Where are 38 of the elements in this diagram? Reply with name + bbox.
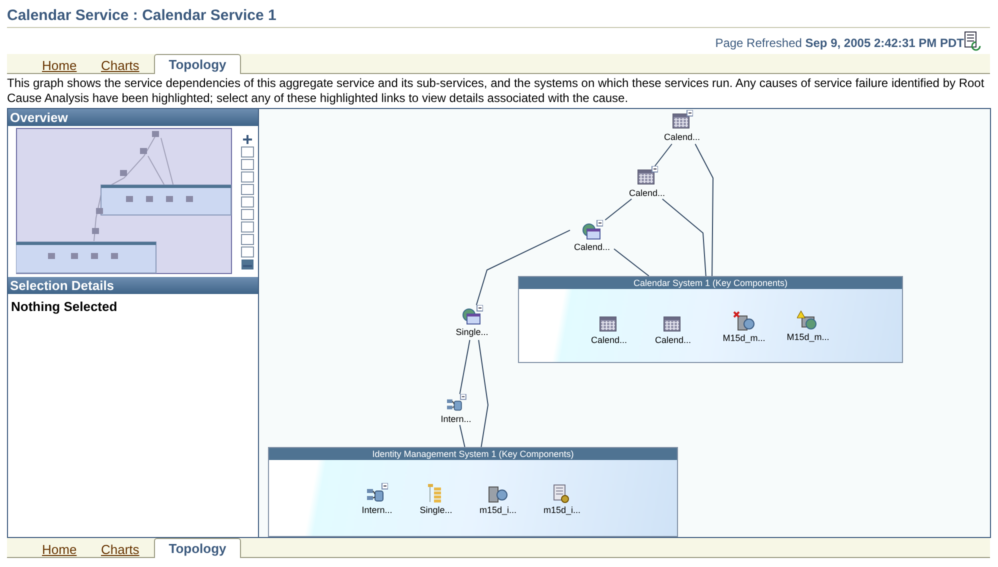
- page-refreshed-text: Page Refreshed Sep 9, 2005 2:42:31 PM PDT: [715, 35, 964, 52]
- connector-line: [459, 340, 470, 394]
- node-label: m15d_i...: [543, 505, 581, 516]
- tab-link: Charts: [101, 57, 140, 75]
- panel-header: Selection Details: [8, 277, 258, 294]
- node-label: Intern...: [362, 505, 392, 516]
- system-group-box: [268, 447, 678, 537]
- connector-line: [694, 144, 714, 276]
- system-group-box: [518, 276, 903, 363]
- node-label: M15d_m...: [786, 332, 830, 343]
- selection-status: Nothing Selected: [11, 298, 118, 316]
- connector-line: [604, 198, 632, 220]
- node-label: M15d_m...: [722, 333, 766, 344]
- node-label: Calend...: [654, 335, 692, 346]
- connector-line: [478, 340, 488, 448]
- group-header: Calendar System 1 (Key Components): [519, 277, 902, 289]
- tab-link: Charts: [101, 541, 140, 559]
- node-label: Calend...: [590, 335, 628, 346]
- node-label: m15d_i...: [479, 505, 517, 516]
- node-label: Intern...: [440, 414, 472, 425]
- panel-header: Overview: [8, 109, 258, 126]
- tab-link: Home: [42, 541, 77, 559]
- connector-line: [476, 230, 570, 306]
- node-label: Single...: [456, 327, 488, 338]
- node-label: Single...: [420, 505, 452, 516]
- active-tab: Topology: [154, 538, 241, 558]
- group-header: Identity Management System 1 (Key Components): [269, 448, 677, 460]
- connector-line: [614, 248, 650, 276]
- connector-line: [654, 144, 672, 166]
- tab-link: Home: [42, 57, 77, 75]
- page-title: Calendar Service : Calendar Service 1: [7, 6, 276, 26]
- node-label: Calend...: [664, 132, 700, 143]
- connector-line: [459, 424, 466, 448]
- active-tab: Topology: [154, 54, 241, 74]
- node-label: Calend...: [628, 188, 666, 199]
- node-label: Calend...: [574, 242, 610, 253]
- description-text: This graph shows the service dependencies of this aggregate service and its sub-services, and the systems on which these services run. Any causes of service failure identified by Root Cause Analysis have been highlighted; select any of these highlighted links to view details associated with the cause.: [7, 76, 986, 106]
- connector-line: [662, 198, 706, 276]
